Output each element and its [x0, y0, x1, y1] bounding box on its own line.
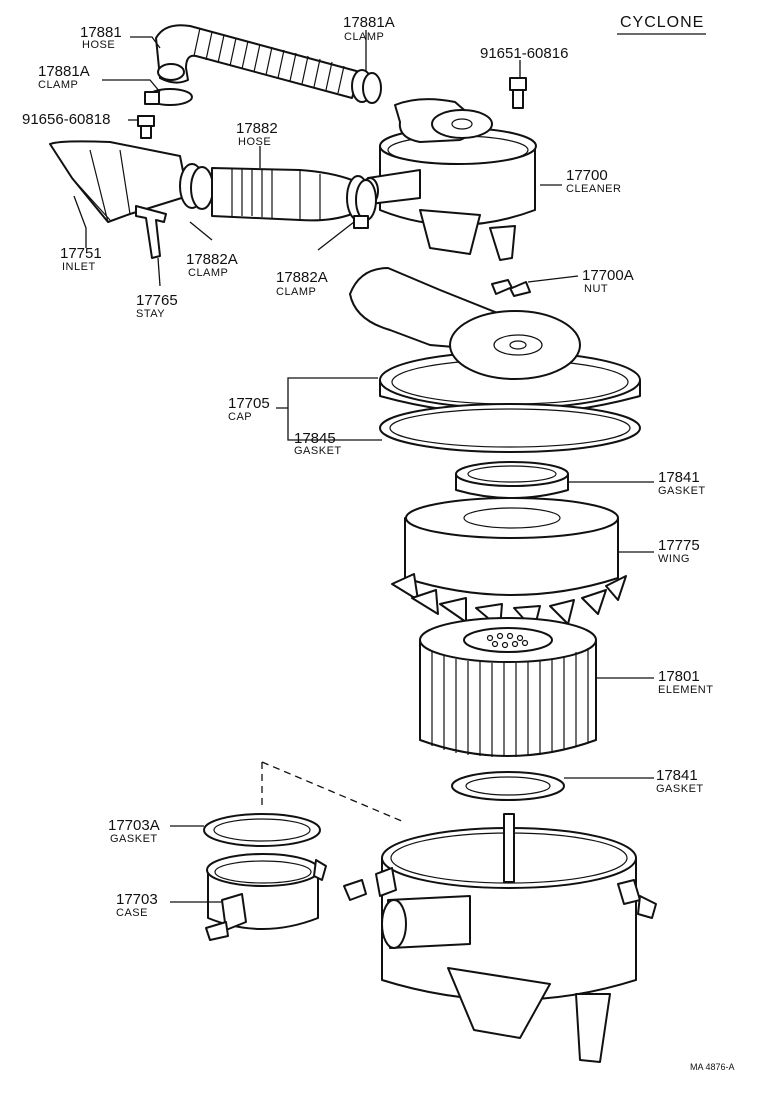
clamp-17881a-left-drawing	[144, 88, 193, 106]
inlet-17751-drawing	[49, 140, 189, 223]
label-17881a-top-name: CLAMP	[344, 31, 384, 43]
label-17841-top-name: GASKET	[658, 485, 706, 497]
leader-lines	[73, 30, 654, 903]
label-17705-name: CAP	[228, 411, 252, 423]
label-17751-name: INLET	[62, 261, 96, 273]
label-17881-name: HOSE	[82, 39, 115, 51]
bolt-91656-drawing	[137, 115, 155, 139]
label-17882a-left-number: 17882A	[186, 251, 238, 268]
cleaner-17700-drawing	[361, 98, 537, 261]
clamp-17882a-left-drawing	[179, 163, 214, 210]
label-17705-number: 17705	[228, 395, 270, 412]
clamp-17881a-top-drawing	[351, 69, 382, 104]
label-17700a-name: NUT	[584, 283, 608, 295]
label-17882a-mid-name: CLAMP	[276, 286, 316, 298]
wing-17775-drawing	[391, 497, 627, 631]
label-91651-number: 91651-60816	[480, 45, 568, 62]
lower-case-drawing	[343, 813, 657, 1063]
label-17882-name: HOSE	[238, 136, 271, 148]
label-17775-name: WING	[658, 553, 690, 565]
label-91656-number: 91656-60818	[22, 111, 110, 128]
gasket-17845-drawing	[379, 403, 641, 453]
label-17765-number: 17765	[136, 292, 178, 309]
gasket-17841-bottom-drawing	[451, 771, 565, 801]
nut-17700a-drawing	[491, 279, 531, 297]
drawing-code: MA 4876-A	[690, 1062, 735, 1072]
label-17845-number: 17845	[294, 430, 336, 447]
label-17882-number: 17882	[236, 120, 278, 137]
label-17841-top-number: 17841	[658, 469, 700, 486]
label-17703a-name: GASKET	[110, 833, 158, 845]
label-17703-number: 17703	[116, 891, 158, 908]
label-17845-name: GASKET	[294, 445, 342, 457]
label-17882a-left-name: CLAMP	[188, 267, 228, 279]
gasket-17703a-drawing	[203, 813, 321, 847]
label-17700-name: CLEANER	[566, 183, 621, 195]
label-17881a-left-name: CLAMP	[38, 79, 78, 91]
label-17801-number: 17801	[658, 668, 700, 685]
stay-17765-drawing	[135, 205, 167, 259]
label-17881-number: 17881	[80, 24, 122, 41]
label-17703-name: CASE	[116, 907, 148, 919]
label-17881a-top-number: 17881A	[343, 14, 395, 31]
cap-17705-drawing	[349, 267, 641, 415]
label-17881a-left-number: 17881A	[38, 63, 90, 80]
hose-17881-drawing	[155, 24, 361, 99]
label-17882a-mid-number: 17882A	[276, 269, 328, 286]
label-17700a-number: 17700A	[582, 267, 634, 284]
label-17841-bottom-number: 17841	[656, 767, 698, 784]
assembly-dashed-line	[261, 761, 405, 823]
label-17775-number: 17775	[658, 537, 700, 554]
bolt-91651-drawing	[509, 77, 527, 109]
diagram-title: CYCLONE	[620, 14, 704, 31]
case-17703-drawing	[205, 853, 327, 941]
label-17700-number: 17700	[566, 167, 608, 184]
gasket-17841-top-drawing	[455, 461, 569, 499]
clamp-17882a-mid-drawing	[346, 175, 377, 229]
label-17841-bottom-name: GASKET	[656, 783, 704, 795]
label-17801-name: ELEMENT	[658, 684, 713, 696]
label-17751-number: 17751	[60, 245, 102, 262]
element-17801-drawing	[419, 617, 597, 757]
label-17703a-number: 17703A	[108, 817, 160, 834]
label-17765-name: STAY	[136, 308, 165, 320]
hose-17882-drawing	[211, 167, 353, 222]
